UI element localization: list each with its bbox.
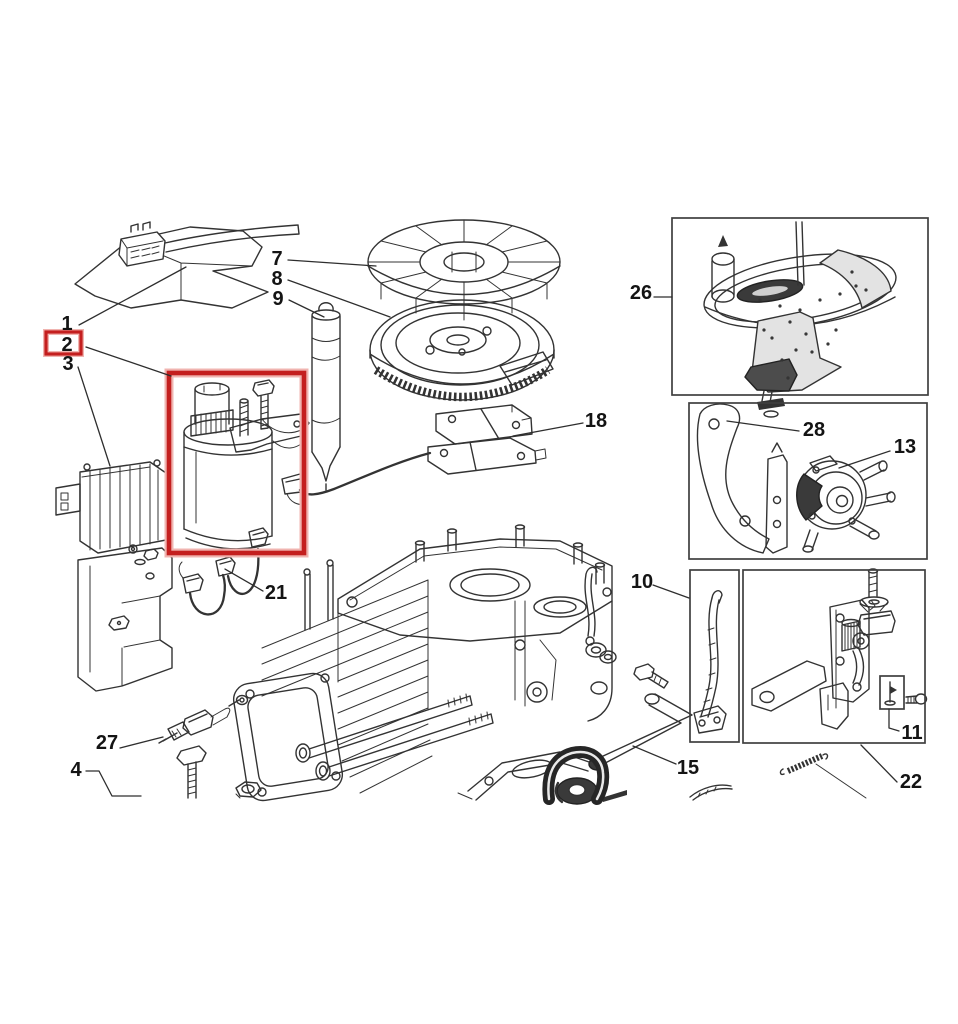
callout-26[interactable]: 26 [630,282,652,304]
leader-line-7 [287,259,377,267]
pivot-bracket-drawing [696,403,788,554]
leader-line-28 [726,420,800,432]
leader-line-13 [838,450,891,469]
speckle-texture [758,270,868,380]
callout-9[interactable]: 9 [272,288,283,310]
detail-box-11 [879,675,905,710]
leader-line-18 [512,422,584,437]
leader-line-9 [288,299,325,318]
return-spring-drawing [779,753,867,799]
leader-line-1 [78,266,187,326]
spark-plug-drawing [158,694,249,744]
inset-boxes-layer [671,217,929,744]
fuel-pump-drawing [796,455,896,553]
leader-line-15 [632,745,677,765]
flywheel-drawing [369,299,555,402]
wire-leads-drawing [178,527,269,616]
callout-28[interactable]: 28 [803,419,825,441]
callout-11[interactable]: 11 [901,722,922,744]
callout-27[interactable]: 27 [96,732,118,754]
highlight-glow-part [164,368,309,558]
leader-line-11 [888,708,900,732]
cooling-fan-drawing [367,219,561,321]
callout-1[interactable]: 1 [61,313,72,335]
leader-lines-layer [77,259,900,797]
callout-numbers-layer: 123 789 18 26 28 13 10 11 15 21 22 27 4 [61,248,922,793]
leader-line-4 [85,770,142,797]
leader-line-27 [119,736,164,749]
elbow-hose-drawing [542,746,610,805]
leader-line-21 [224,568,264,592]
oil-dipstick-tube-drawing [311,302,341,491]
engine-block-drawing [158,524,733,805]
callout-15[interactable]: 15 [677,757,699,779]
callout-7[interactable]: 7 [271,248,282,270]
leader-line-2 [85,346,172,377]
head-bolts-drawing [295,693,494,781]
callout-10[interactable]: 10 [631,571,653,593]
leader-line-10 [652,584,690,599]
stop-lever-drawing [693,590,727,734]
inset-box-26 [671,217,929,396]
callout-8[interactable]: 8 [271,268,282,290]
callout-21[interactable]: 21 [265,582,287,604]
voltage-regulator-drawing [55,459,167,554]
highlight-layer [43,329,309,558]
leader-line-8 [287,279,391,318]
callout-13[interactable]: 13 [894,436,916,458]
callout-2[interactable]: 2 [61,334,72,356]
muffler-shield-drawing [703,221,897,418]
highlight-box-part [166,370,307,556]
callout-3[interactable]: 3 [62,353,73,375]
callout-4[interactable]: 4 [70,759,82,781]
wiring-harness-drawing [74,221,300,309]
leader-line-3 [77,366,111,467]
highlight-box-label [44,330,83,356]
callout-22[interactable]: 22 [900,771,922,793]
leader-line-22 [860,744,898,783]
inset-box-10 [689,569,740,743]
callout-18[interactable]: 18 [585,410,607,432]
inset-box-28-13 [688,402,928,560]
ignition-module-drawing [298,404,547,496]
control-bracket-drawing [751,568,928,730]
inset-box-11 [742,569,926,744]
